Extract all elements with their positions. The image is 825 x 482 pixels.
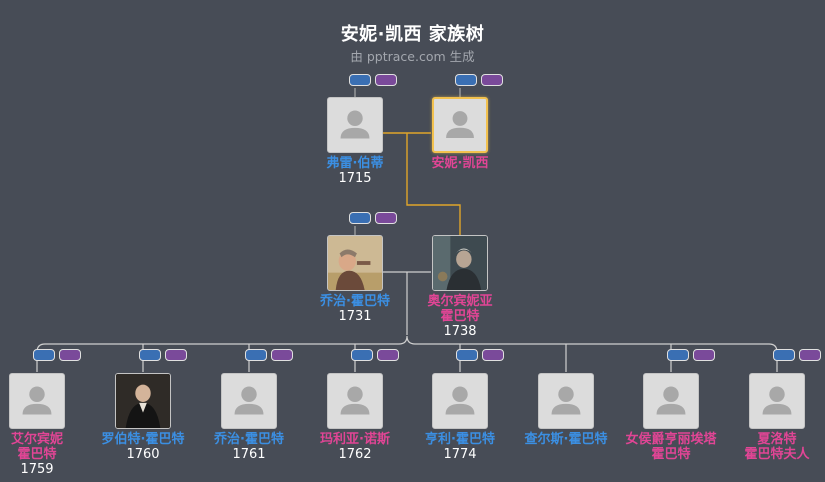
person-card-frederick[interactable]: 弗雷·伯蒂 1715 xyxy=(305,97,405,187)
person-silhouette-icon xyxy=(656,386,686,415)
expand-mother-button[interactable] xyxy=(375,212,397,224)
person-birth-year: 1738 xyxy=(443,324,477,339)
person-card-child-5[interactable]: 亨利·霍巴特 1774 xyxy=(410,373,510,463)
person-avatar-placeholder[interactable] xyxy=(749,373,805,429)
expand-father-button[interactable] xyxy=(139,349,161,361)
person-portrait[interactable] xyxy=(115,373,171,429)
expand-father-button[interactable] xyxy=(773,349,795,361)
page-subtitle: 由 pptrace.com 生成 xyxy=(350,49,475,64)
expand-father-button[interactable] xyxy=(349,212,371,224)
person-card-child-4[interactable]: 玛利亚·诺斯 1762 xyxy=(305,373,405,463)
expand-father-button[interactable] xyxy=(351,349,373,361)
expand-father-button[interactable] xyxy=(667,349,689,361)
person-card-annie[interactable]: 安妮·凯西 xyxy=(410,97,510,171)
expand-controls-annie[interactable] xyxy=(455,74,507,87)
person-birth-year: 1760 xyxy=(126,447,160,462)
expand-mother-button[interactable] xyxy=(481,74,503,86)
person-avatar-placeholder[interactable] xyxy=(432,97,488,153)
person-name-line-1: 女侯爵亨丽埃塔 xyxy=(625,432,717,447)
person-card-albinia[interactable]: 奥尔宾妮亚 霍巴特 1738 xyxy=(410,235,510,340)
person-name: 亨利·霍巴特 xyxy=(425,432,495,447)
person-name: 查尔斯·霍巴特 xyxy=(524,432,608,447)
person-card-child-8[interactable]: 夏洛特 霍巴特夫人 xyxy=(727,373,825,462)
expand-father-button[interactable] xyxy=(349,74,371,86)
person-avatar-placeholder[interactable] xyxy=(432,373,488,429)
person-card-child-6[interactable]: 查尔斯·霍巴特 xyxy=(516,373,616,447)
person-name: 乔治·霍巴特 xyxy=(320,294,390,309)
expand-controls-child-2[interactable] xyxy=(139,349,191,362)
person-name-line-1: 奥尔宾妮亚 xyxy=(427,294,493,309)
person-birth-year: 1759 xyxy=(20,462,54,477)
expand-controls-child-5[interactable] xyxy=(456,349,508,362)
person-name-line-2: 霍巴特夫人 xyxy=(744,447,810,462)
person-card-child-7[interactable]: 女侯爵亨丽埃塔 霍巴特 xyxy=(621,373,721,462)
person-avatar-placeholder[interactable] xyxy=(327,373,383,429)
person-avatar-placeholder[interactable] xyxy=(538,373,594,429)
person-birth-year: 1731 xyxy=(338,309,372,324)
page-title: 安妮·凯西 家族树 xyxy=(340,24,485,45)
expand-mother-button[interactable] xyxy=(693,349,715,361)
person-birth-year: 1761 xyxy=(232,447,266,462)
person-silhouette-icon xyxy=(762,386,792,415)
expand-controls-george[interactable] xyxy=(349,212,401,225)
person-card-child-3[interactable]: 乔治·霍巴特 1761 xyxy=(199,373,299,463)
portrait-image xyxy=(328,236,382,290)
portrait-image xyxy=(116,374,170,428)
person-avatar-placeholder[interactable] xyxy=(643,373,699,429)
person-silhouette-icon xyxy=(22,386,52,415)
person-name: 安妮·凯西 xyxy=(431,156,489,171)
expand-mother-button[interactable] xyxy=(165,349,187,361)
expand-controls-child-7[interactable] xyxy=(667,349,719,362)
expand-mother-button[interactable] xyxy=(271,349,293,361)
expand-mother-button[interactable] xyxy=(377,349,399,361)
person-silhouette-icon xyxy=(551,386,581,415)
person-name-line-1: 艾尔宾妮 xyxy=(10,432,63,447)
person-card-child-1[interactable]: 艾尔宾妮 霍巴特 1759 xyxy=(0,373,87,478)
person-portrait[interactable] xyxy=(327,235,383,291)
person-name: 乔治·霍巴特 xyxy=(214,432,284,447)
expand-mother-button[interactable] xyxy=(59,349,81,361)
person-name: 玛利亚·诺斯 xyxy=(320,432,390,447)
person-name: 罗伯特·霍巴特 xyxy=(101,432,185,447)
expand-controls-child-4[interactable] xyxy=(351,349,403,362)
expand-mother-button[interactable] xyxy=(375,74,397,86)
person-avatar-placeholder[interactable] xyxy=(221,373,277,429)
person-card-george-hobart[interactable]: 乔治·霍巴特 1731 xyxy=(305,235,405,325)
person-birth-year: 1762 xyxy=(338,447,372,462)
person-birth-year: 1774 xyxy=(443,447,477,462)
person-card-child-2[interactable]: 罗伯特·霍巴特 1760 xyxy=(93,373,193,463)
expand-controls-child-3[interactable] xyxy=(245,349,297,362)
person-silhouette-icon xyxy=(340,110,370,139)
portrait-image xyxy=(433,236,487,290)
expand-mother-button[interactable] xyxy=(482,349,504,361)
expand-controls-child-8[interactable] xyxy=(773,349,825,362)
expand-controls-child-1[interactable] xyxy=(33,349,85,362)
person-name-line-2: 霍巴特 xyxy=(440,309,480,324)
person-silhouette-icon xyxy=(445,386,475,415)
expand-mother-button[interactable] xyxy=(799,349,821,361)
expand-father-button[interactable] xyxy=(33,349,55,361)
person-avatar-placeholder[interactable] xyxy=(327,97,383,153)
person-name-line-2: 霍巴特 xyxy=(651,447,691,462)
expand-controls-frederick[interactable] xyxy=(349,74,401,87)
person-name: 弗雷·伯蒂 xyxy=(326,156,384,171)
expand-father-button[interactable] xyxy=(455,74,477,86)
person-name-line-2: 霍巴特 xyxy=(17,447,57,462)
person-birth-year: 1715 xyxy=(338,171,372,186)
person-silhouette-icon xyxy=(340,386,370,415)
person-name-line-1: 夏洛特 xyxy=(757,432,797,447)
person-avatar-placeholder[interactable] xyxy=(9,373,65,429)
person-silhouette-icon xyxy=(446,111,474,138)
person-portrait[interactable] xyxy=(432,235,488,291)
person-silhouette-icon xyxy=(234,386,264,415)
expand-father-button[interactable] xyxy=(245,349,267,361)
expand-father-button[interactable] xyxy=(456,349,478,361)
